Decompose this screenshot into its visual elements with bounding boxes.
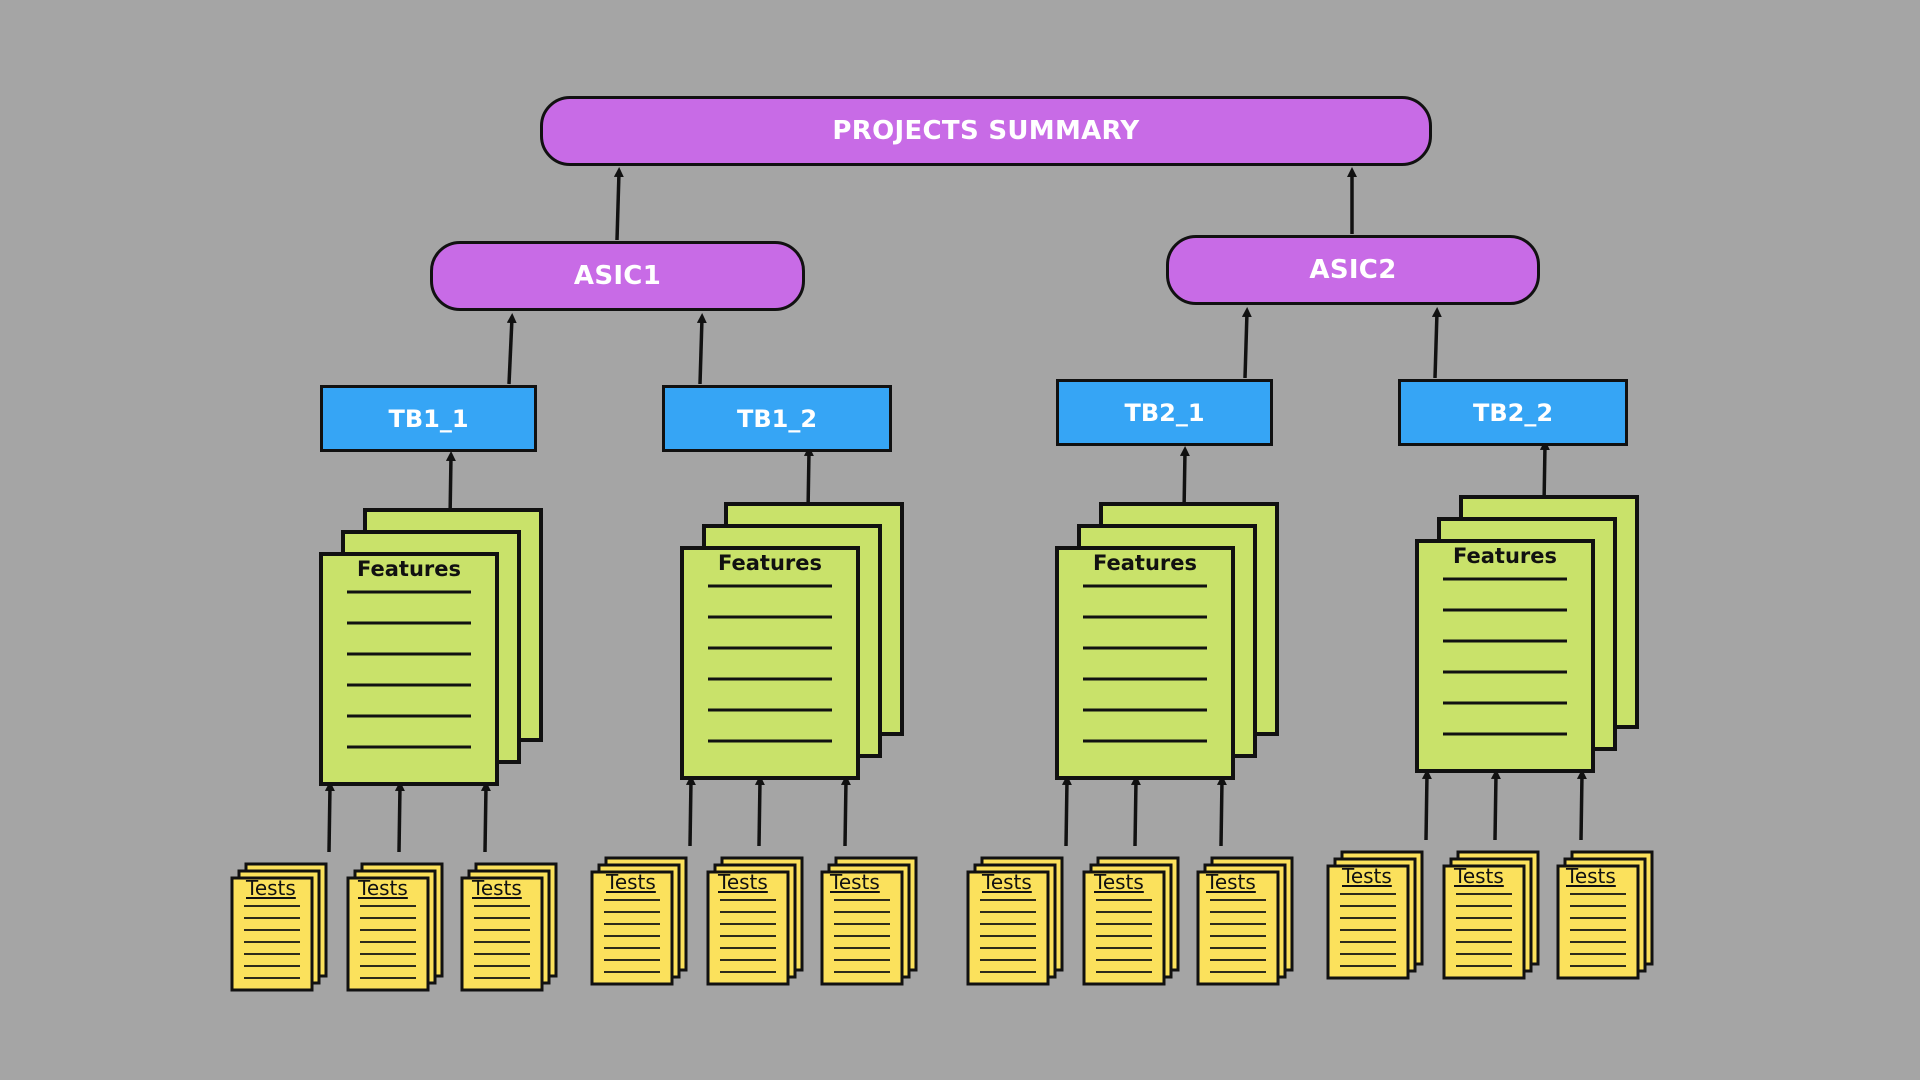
tests-stack-tb2-2-0 [1326,850,1424,980]
tests-page [1556,864,1640,980]
arrow-tests-to-features-tb2-2-1 [1490,769,1501,841]
features-page [680,546,860,780]
tests-page [460,876,544,992]
features-page [1415,539,1595,773]
features-page [1055,546,1235,780]
tests-stack-tb1-2-1 [706,856,804,986]
arrow-tests-to-features-tb1-1-0 [324,781,335,853]
tests-stack-tb2-2-2 [1556,850,1654,980]
arrow-tests-to-features-tb2-2-2 [1576,769,1587,841]
arrow-features-stack-tb2-1-to-tb [1179,446,1190,513]
arrow-tb1-1-to-asic1 [506,313,517,385]
arrow-tests-to-features-tb2-1-2 [1216,775,1227,847]
features-stack-tb2-1 [1055,502,1279,780]
arrow-tests-to-features-tb2-1-1 [1130,775,1141,847]
tests-stack-tb1-1-0 [230,862,328,992]
arrow-tests-to-features-tb1-1-1 [394,781,405,853]
tests-stack-tb1-2-2 [820,856,918,986]
tests-stack-tb2-1-2 [1196,856,1294,986]
arrow-features-stack-tb1-2-to-tb [803,446,814,513]
tests-page [590,870,674,986]
arrow-tests-to-features-tb1-2-1 [754,775,765,847]
tests-stack-tb2-2-1 [1442,850,1540,980]
arrow-tests-to-features-tb1-2-0 [685,775,696,847]
arrow-tb2-1-to-asic2 [1241,307,1252,379]
tests-stack-tb2-1-1 [1082,856,1180,986]
features-stack-tb1-2 [680,502,904,780]
arrow-tb2-2-to-asic2 [1431,307,1442,379]
tests-stack-tb1-1-2 [460,862,558,992]
tests-page [1326,864,1410,980]
features-page [319,552,499,786]
tests-page [1442,864,1526,980]
arrow-asic1-to-summary [613,167,624,241]
tests-page [230,876,314,992]
tests-page [1196,870,1280,986]
arrow-tests-to-features-tb1-1-2 [480,781,491,853]
tests-stack-tb1-1-1 [346,862,444,992]
arrow-tests-to-features-tb2-1-0 [1061,775,1072,847]
tests-page [966,870,1050,986]
features-stack-tb1-1 [319,508,543,786]
tests-page [706,870,790,986]
tests-page [346,876,430,992]
features-stack-tb2-2 [1415,495,1639,773]
tests-page [1082,870,1166,986]
tests-page [820,870,904,986]
tests-stack-tb1-2-0 [590,856,688,986]
tests-stack-tb2-1-0 [966,856,1064,986]
arrow-tests-to-features-tb1-2-2 [840,775,851,847]
arrow-tests-to-features-tb2-2-0 [1421,769,1432,841]
arrow-tb1-2-to-asic1 [696,313,707,385]
